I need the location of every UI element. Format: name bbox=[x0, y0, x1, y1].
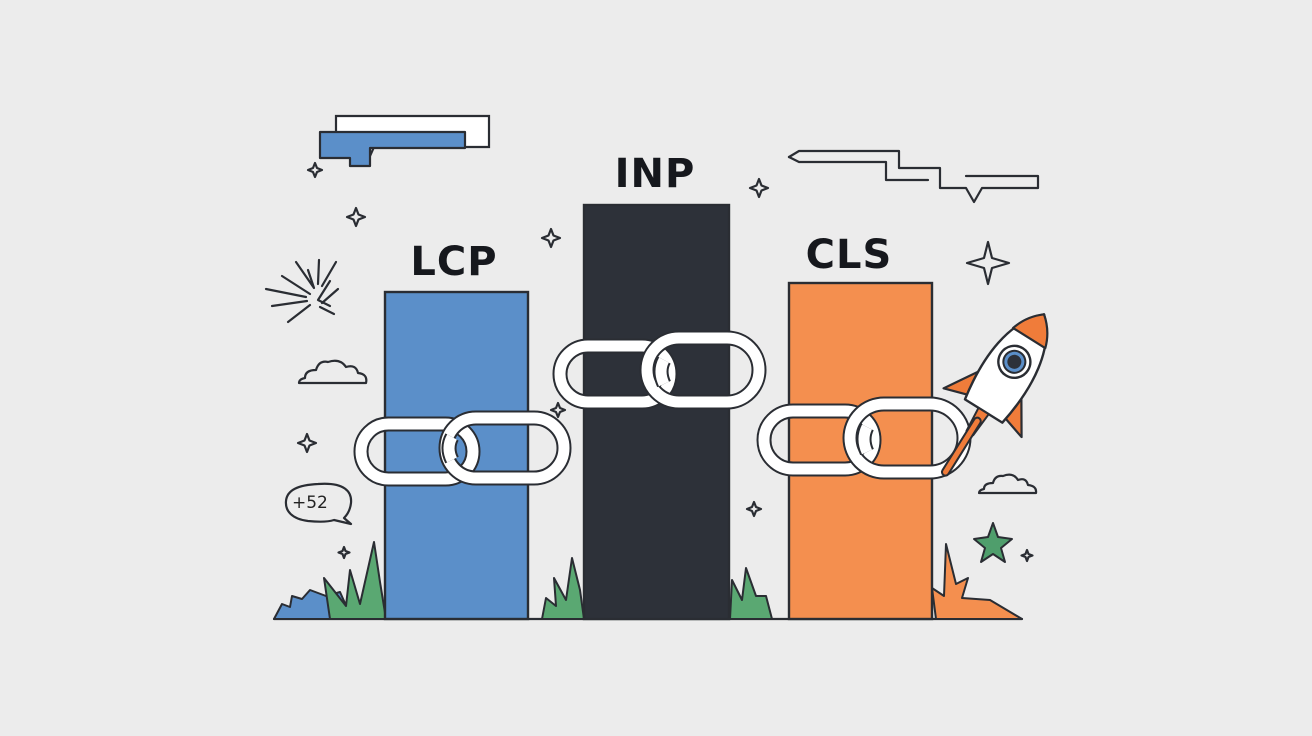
sparkle-icon bbox=[549, 401, 567, 419]
rocket-icon bbox=[940, 313, 1049, 477]
grass-icon bbox=[541, 557, 585, 620]
cloud-icon bbox=[297, 359, 368, 385]
grass-icon bbox=[931, 543, 1023, 620]
sparkle-icon bbox=[337, 545, 351, 560]
chain-link-icon bbox=[552, 330, 767, 410]
cloud-icon bbox=[977, 473, 1038, 495]
flag-icon bbox=[318, 114, 491, 168]
route-arrow-icon bbox=[787, 149, 1040, 204]
grass-icon bbox=[323, 541, 387, 620]
bar-inp bbox=[582, 203, 731, 621]
star-icon bbox=[973, 522, 1013, 563]
sparkle-icon bbox=[296, 432, 318, 454]
sparkle-icon bbox=[306, 161, 324, 179]
speech-bubble-icon: +52 bbox=[284, 482, 353, 526]
bubble-text: +52 bbox=[292, 493, 328, 513]
metric-label-cls: CLS bbox=[806, 232, 893, 278]
grass-icon bbox=[729, 567, 773, 620]
sparkle-icon bbox=[1020, 548, 1034, 563]
sparkle-icon bbox=[965, 240, 1011, 286]
sparkle-icon bbox=[745, 500, 763, 518]
metric-label-inp: INP bbox=[615, 151, 696, 197]
sparkle-icon bbox=[540, 227, 562, 249]
burst-icon bbox=[264, 258, 340, 324]
sparkle-icon bbox=[748, 177, 770, 199]
sparkle-icon bbox=[345, 206, 367, 228]
metric-label-lcp: LCP bbox=[410, 239, 497, 285]
chain-link-icon bbox=[353, 410, 572, 487]
